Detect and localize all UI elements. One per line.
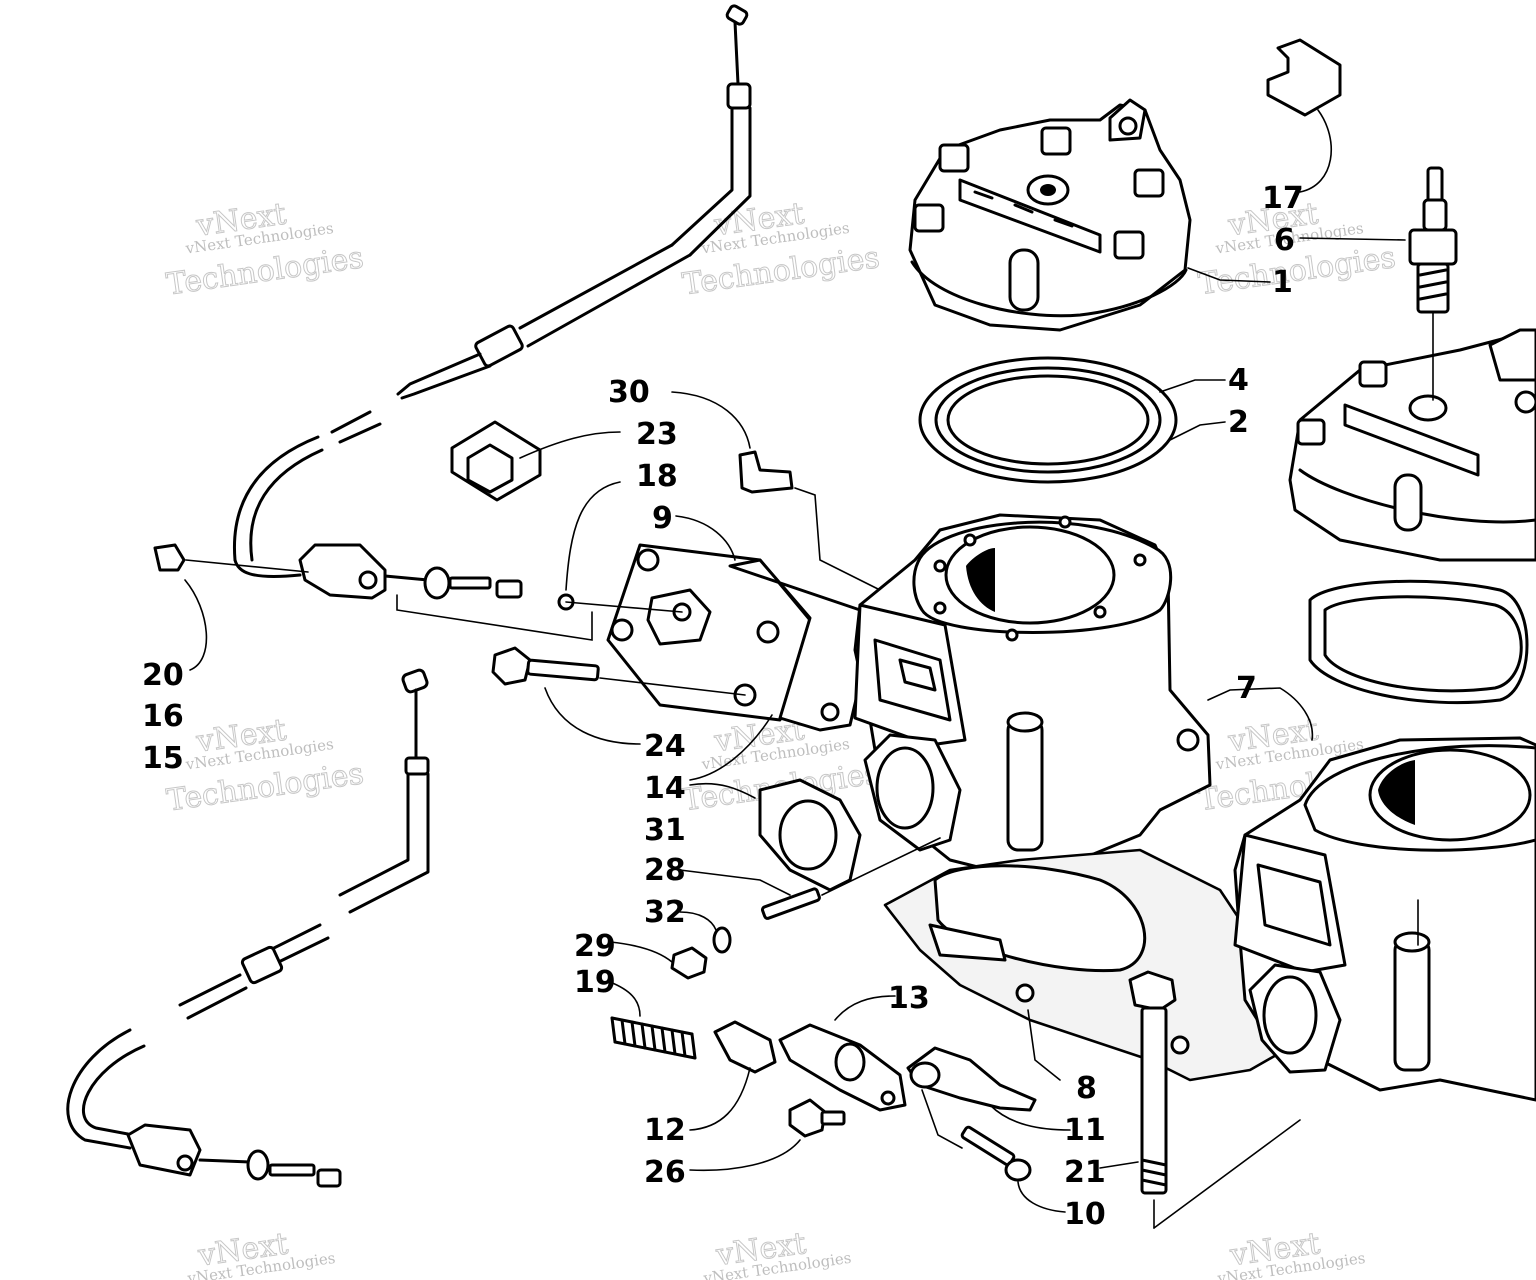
stud-28 (679, 837, 941, 920)
callout-13: 13 (888, 981, 930, 1016)
callout-23: 23 (636, 417, 678, 452)
o-ring-18 (557, 481, 621, 611)
callout-17: 17 (1262, 181, 1304, 216)
callout-8: 8 (1076, 1071, 1097, 1106)
callout-10: 10 (1064, 1197, 1106, 1232)
watermark-mid-left: vNext Technologies vNext Technologies (164, 712, 366, 819)
screw-20 (153, 543, 309, 671)
callout-30: 30 (608, 375, 650, 410)
callout-19: 19 (574, 965, 616, 1000)
nut-29 (609, 941, 708, 980)
callout-21: 21 (1064, 1155, 1106, 1190)
spark-plug-6 (1299, 166, 1458, 401)
callout-28: 28 (644, 853, 686, 888)
lower-cable-15 (66, 668, 430, 1188)
callout-6: 6 (1274, 223, 1295, 258)
clip-23 (450, 420, 621, 502)
callout-20: 20 (142, 658, 184, 693)
callout-32: 32 (644, 895, 686, 930)
upper-throttle-cable (232, 4, 752, 562)
watermark-top-left: vNext Technologies vNext Technologies (164, 196, 366, 303)
watermark-bottom-center: vNext vNext Technologies (701, 1226, 852, 1280)
cam-11 (906, 1046, 1071, 1149)
lever-12 (689, 1020, 777, 1131)
callout-7: 7 (1236, 671, 1257, 706)
callout-15: 15 (142, 741, 184, 776)
callout-11: 11 (1064, 1113, 1106, 1148)
watermark-bottom-right: vNext vNext Technologies (1215, 1226, 1366, 1280)
spring-19 (609, 981, 697, 1060)
cylinder-7 (853, 513, 1314, 882)
callout-4: 4 (1228, 363, 1249, 398)
callout-31: 31 (644, 813, 686, 848)
screw-26 (689, 1098, 846, 1172)
head-gasket-2-4 (918, 356, 1226, 484)
cable-bracket-16 (233, 543, 593, 641)
gasket-31 (689, 778, 862, 892)
callout-29: 29 (574, 929, 616, 964)
callout-9: 9 (652, 501, 673, 536)
bolt-21 (1099, 970, 1301, 1229)
clip-17 (1266, 38, 1342, 193)
watermark-bottom-left: vNext vNext Technologies (185, 1226, 336, 1280)
watermarks: vNext Technologies vNext Technologies vN… (164, 196, 1399, 1280)
plate-13 (778, 995, 907, 1112)
cylinder-rear (1233, 736, 1536, 1102)
callout-26: 26 (644, 1155, 686, 1190)
callout-24: 24 (644, 729, 686, 764)
callout-12: 12 (644, 1113, 686, 1148)
cylinder-head-rear (1288, 328, 1536, 705)
cylinder-7-ports (933, 515, 1147, 642)
washer-32 (679, 911, 732, 954)
screw-10 (960, 1125, 1066, 1213)
base-gasket-8 (883, 848, 1287, 1082)
valve-cover-9 (565, 543, 812, 722)
watermark-top-center: vNext Technologies vNext Technologies (680, 196, 882, 303)
cylinder-head-1 (908, 98, 1271, 332)
bolt-24 (491, 646, 746, 745)
callout-1: 1 (1272, 265, 1293, 300)
callout-labels: 1 2 4 6 7 8 9 10 11 12 13 14 15 16 17 18… (142, 181, 1304, 1232)
elbow-30 (671, 391, 881, 591)
callout-14: 14 (644, 771, 686, 806)
callout-18: 18 (636, 459, 678, 494)
callout-2: 2 (1228, 405, 1249, 440)
callout-16: 16 (142, 699, 184, 734)
